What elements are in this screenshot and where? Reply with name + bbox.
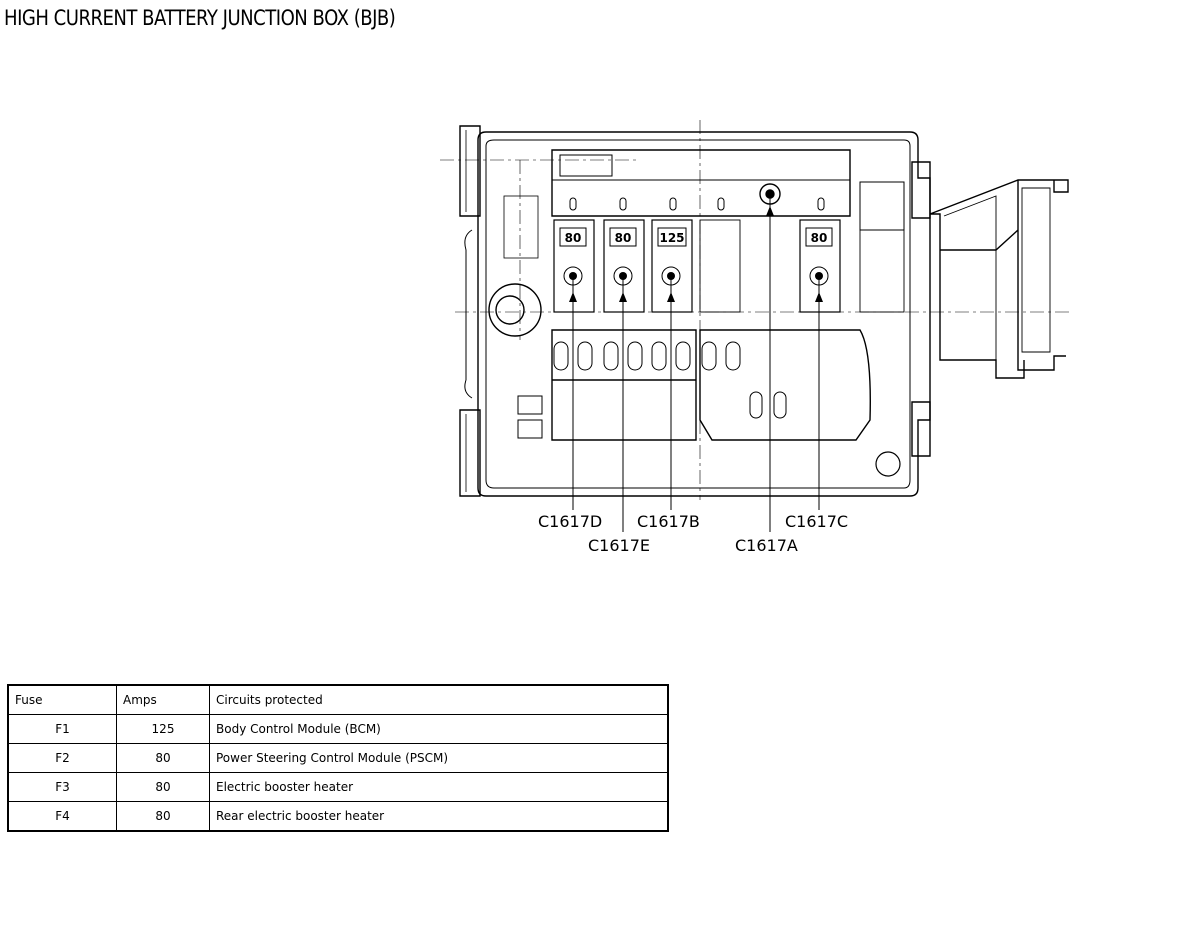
right-duct	[929, 179, 1069, 379]
amps-cell: 80	[116, 801, 210, 832]
left-tab-side	[464, 229, 473, 399]
lower-oval-slots	[553, 341, 787, 419]
right-tab-upper	[911, 161, 931, 219]
circuit-cell: Rear electric booster heater	[209, 801, 669, 832]
table-header-row: Fuse Amps Circuits protected	[7, 684, 669, 715]
connector-label-c1617d: C1617D	[538, 512, 602, 531]
left-grommet	[488, 283, 542, 337]
amps-cell: 80	[116, 743, 210, 773]
fuse-amp-label-2: 80	[615, 231, 632, 245]
left-tab-lower	[459, 409, 481, 497]
table-row: F1 125 Body Control Module (BCM)	[7, 714, 669, 744]
fuse-cell: F1	[7, 714, 117, 744]
circuit-cell: Electric booster heater	[209, 772, 669, 802]
circuit-cell: Power Steering Control Module (PSCM)	[209, 743, 669, 773]
fuse-amp-label-3: 125	[659, 231, 684, 245]
housing-inner-outline	[485, 139, 911, 489]
lower-cavity	[551, 329, 697, 441]
fuse-cell: F2	[7, 743, 117, 773]
right-tab-lower	[911, 401, 931, 457]
circuit-cell: Body Control Module (BCM)	[209, 714, 669, 744]
connector-label-c1617a: C1617A	[735, 536, 798, 555]
header-fuse: Fuse	[7, 684, 117, 715]
header-circuits: Circuits protected	[209, 684, 669, 715]
fuse-blocks	[553, 219, 905, 313]
leader-arrows	[569, 206, 823, 302]
leader-lines	[572, 194, 820, 532]
left-tab-upper	[459, 125, 481, 217]
fuse-cell: F4	[7, 801, 117, 832]
connector-label-c1617c: C1617C	[785, 512, 848, 531]
fuse-cell: F3	[7, 772, 117, 802]
amps-cell: 125	[116, 714, 210, 744]
header-amps: Amps	[116, 684, 210, 715]
fuse-amp-label-4: 80	[811, 231, 828, 245]
connector-label-c1617e: C1617E	[588, 536, 650, 555]
fuse-table: Fuse Amps Circuits protected F1 125 Body…	[7, 684, 669, 832]
connector-label-c1617b: C1617B	[637, 512, 700, 531]
top-fuse-bar	[551, 149, 851, 217]
amps-cell: 80	[116, 772, 210, 802]
fuse-amp-label-1: 80	[565, 231, 582, 245]
bjb-diagram: 80 80 125 80 C1617D C1617E C1617B C1617A…	[440, 120, 1070, 555]
housing-outline	[477, 131, 931, 497]
table-row: F3 80 Electric booster heater	[7, 772, 669, 802]
table-row: F4 80 Rear electric booster heater	[7, 801, 669, 832]
table-row: F2 80 Power Steering Control Module (PSC…	[7, 743, 669, 773]
page-title: HIGH CURRENT BATTERY JUNCTION BOX (BJB)	[4, 6, 396, 30]
